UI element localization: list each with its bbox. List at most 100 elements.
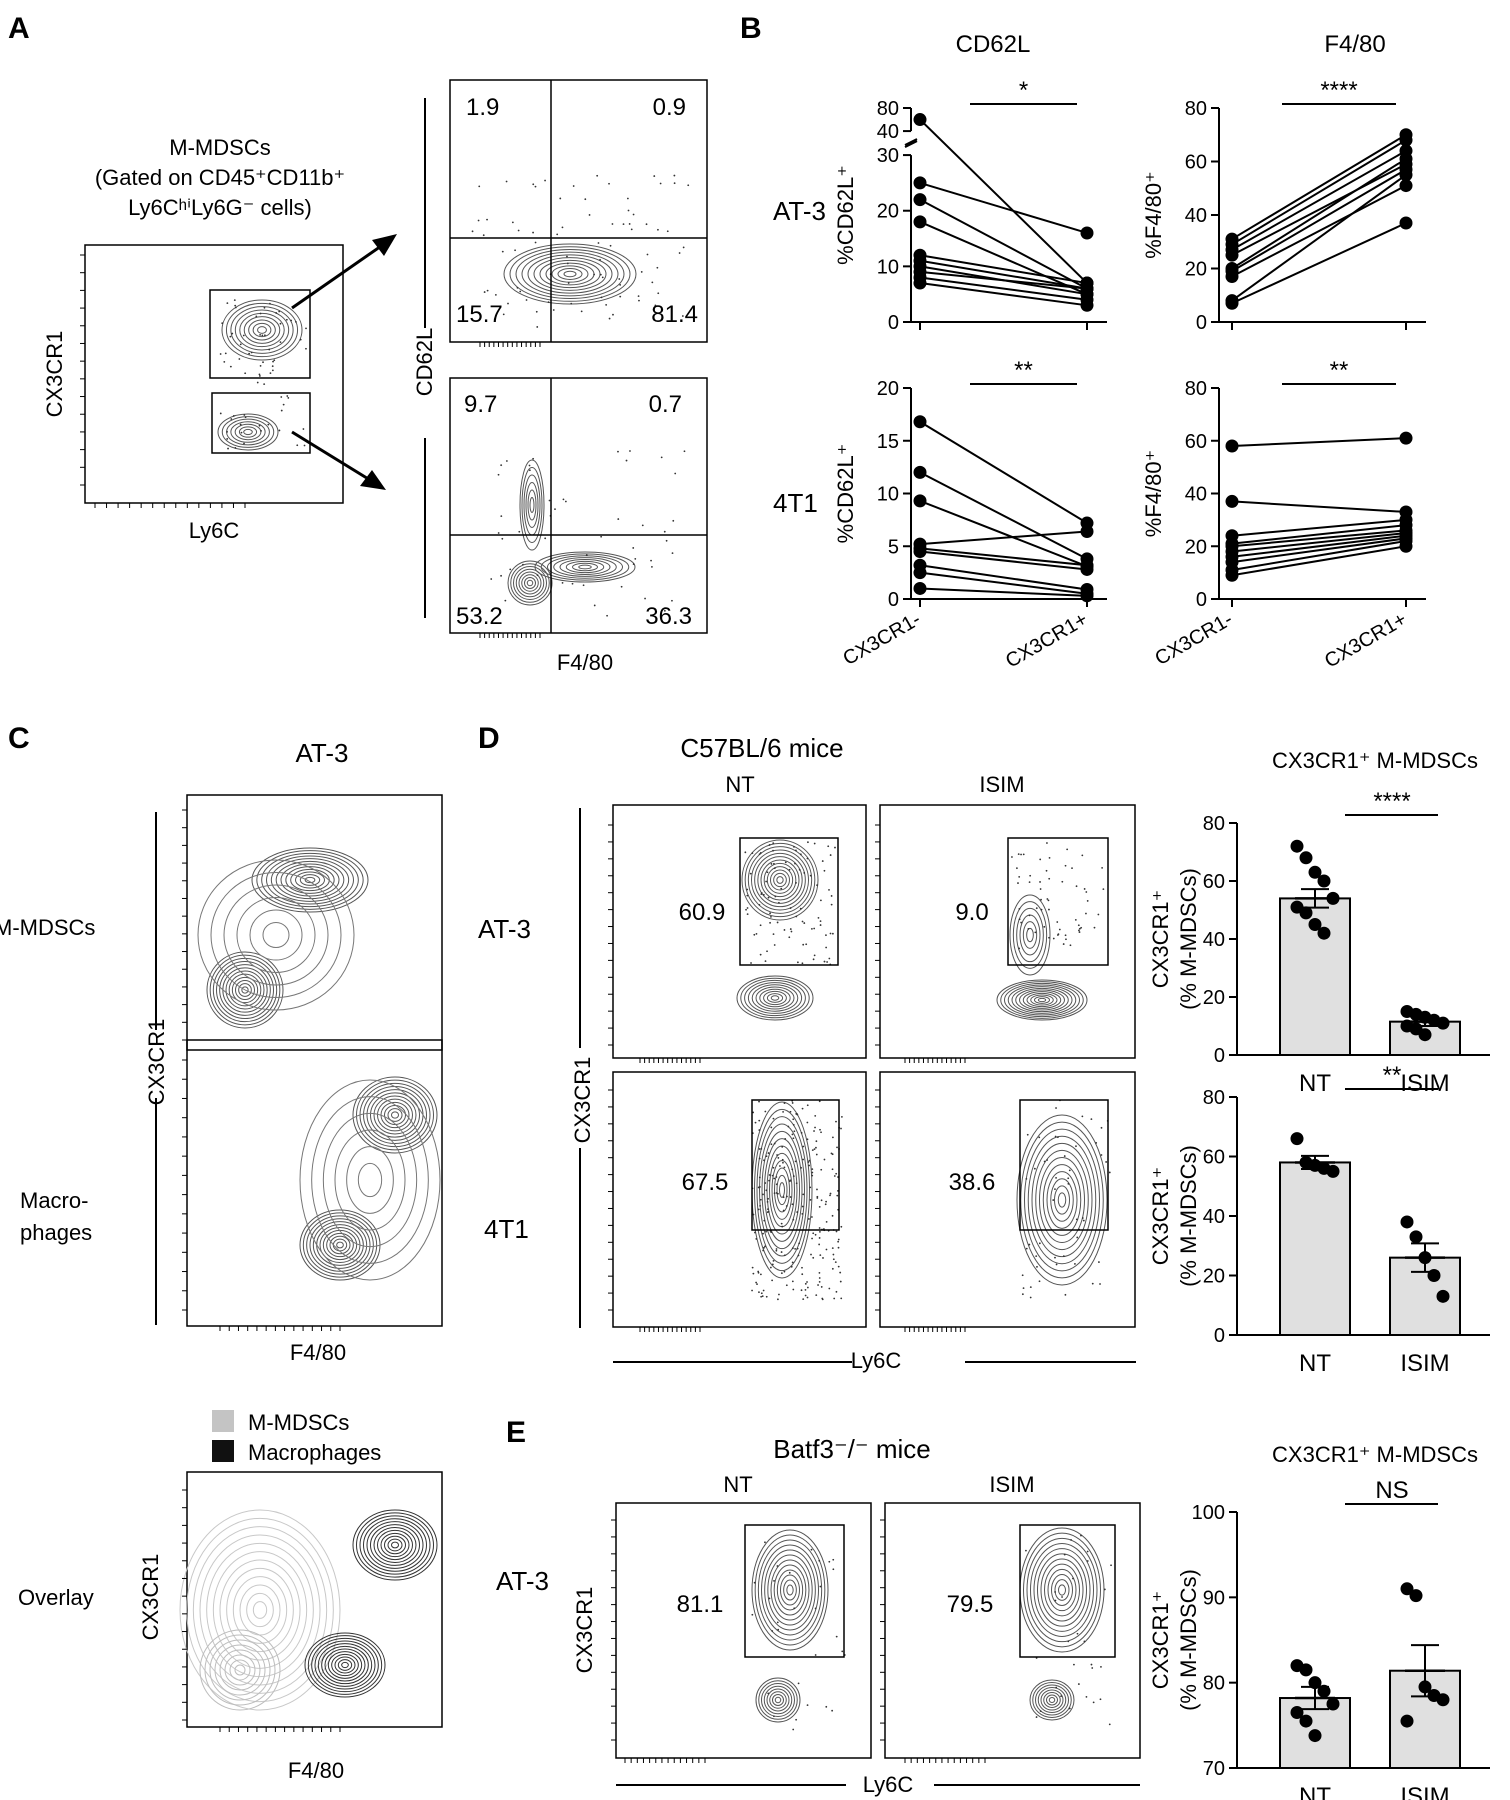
event-dot bbox=[561, 226, 564, 229]
contour-line bbox=[1043, 1692, 1061, 1708]
data-point bbox=[1225, 248, 1239, 262]
event-dot bbox=[271, 365, 274, 368]
event-dot bbox=[819, 1230, 821, 1233]
contour-line bbox=[251, 847, 369, 913]
event-dot bbox=[231, 332, 234, 335]
event-dot bbox=[1075, 1218, 1078, 1221]
c-overlay-ylabel: CX3CR1 bbox=[138, 1554, 163, 1641]
panel-letter-e: E bbox=[506, 1416, 526, 1449]
event-dot bbox=[1093, 926, 1096, 929]
c-overlay-xlabel: F4/80 bbox=[288, 1758, 344, 1783]
event-dot bbox=[815, 1140, 818, 1143]
event-dot bbox=[634, 557, 637, 560]
event-dot bbox=[830, 903, 833, 906]
event-dot bbox=[571, 582, 574, 585]
event-dot bbox=[567, 282, 570, 284]
contour-line bbox=[763, 862, 797, 898]
contour-line bbox=[557, 268, 583, 280]
significance-label: * bbox=[1019, 77, 1028, 104]
event-dot bbox=[556, 233, 559, 236]
event-dot bbox=[804, 1282, 807, 1285]
e-plot-isim-contours bbox=[880, 1519, 1112, 1763]
event-dot bbox=[820, 1168, 823, 1171]
event-dot bbox=[810, 927, 813, 930]
event-dot bbox=[795, 1718, 798, 1721]
data-point bbox=[1308, 1676, 1322, 1690]
event-dot bbox=[781, 1145, 784, 1148]
event-dot bbox=[792, 1137, 795, 1140]
event-dot bbox=[243, 442, 245, 445]
contour-line bbox=[533, 257, 607, 291]
contour-line bbox=[510, 563, 550, 603]
contour-line bbox=[772, 1694, 784, 1706]
event-dot bbox=[229, 365, 232, 368]
data-point bbox=[913, 566, 927, 580]
category-label: CX3CR1- bbox=[839, 608, 924, 670]
contour-line bbox=[329, 1235, 351, 1255]
event-dot bbox=[1021, 1274, 1024, 1277]
event-dot bbox=[762, 1289, 765, 1292]
d-gate-value-4t1-nt: 67.5 bbox=[682, 1169, 729, 1196]
contour-line bbox=[539, 259, 601, 289]
data-point bbox=[1436, 1289, 1450, 1303]
event-dot bbox=[239, 343, 242, 346]
event-dot bbox=[775, 1249, 778, 1252]
event-dot bbox=[832, 1258, 835, 1261]
pair-line bbox=[919, 118, 1088, 284]
contour-line bbox=[1034, 996, 1050, 1004]
contour-line bbox=[311, 1637, 379, 1693]
event-dot bbox=[812, 958, 815, 961]
arrow-lower-head-icon bbox=[360, 470, 386, 490]
source-ylabel: CX3CR1 bbox=[42, 331, 67, 418]
contour-line bbox=[1054, 1579, 1070, 1601]
data-point bbox=[1400, 1215, 1414, 1229]
contour-line bbox=[1047, 1568, 1077, 1612]
event-dot bbox=[1028, 881, 1031, 884]
contour-line bbox=[363, 1518, 427, 1572]
event-dot bbox=[1097, 913, 1100, 916]
event-dot bbox=[617, 450, 619, 453]
contour-line bbox=[755, 986, 795, 1010]
event-dot bbox=[1036, 1265, 1038, 1268]
event-dot bbox=[790, 1265, 793, 1268]
pair-line bbox=[1231, 139, 1407, 246]
d-xlabel: Ly6C bbox=[851, 1348, 902, 1373]
contour-line bbox=[221, 299, 303, 361]
contour-line bbox=[304, 876, 316, 884]
contour-line bbox=[321, 1645, 369, 1685]
pair-line bbox=[1231, 534, 1407, 558]
contour-line bbox=[770, 995, 780, 1001]
event-dot bbox=[1052, 1199, 1055, 1201]
contour-line bbox=[252, 1601, 268, 1619]
y-axis-label: (% M-MDSCs) bbox=[1176, 868, 1201, 1010]
arrow-lower bbox=[291, 430, 371, 482]
data-point bbox=[1418, 1028, 1432, 1042]
event-dot bbox=[789, 907, 792, 909]
contour-line bbox=[773, 1564, 807, 1616]
event-dot bbox=[818, 1281, 821, 1283]
event-dot bbox=[1080, 1534, 1082, 1537]
event-dot bbox=[244, 416, 247, 419]
event-dot bbox=[278, 429, 281, 432]
event-dot bbox=[580, 310, 583, 313]
event-dot bbox=[759, 953, 762, 956]
event-dot bbox=[808, 1218, 810, 1220]
event-dot bbox=[834, 846, 836, 849]
pair-line bbox=[919, 220, 1088, 296]
event-dot bbox=[784, 1137, 787, 1140]
contour-line bbox=[553, 557, 617, 577]
contour-line bbox=[299, 874, 321, 886]
event-dot bbox=[525, 299, 528, 301]
contour-line bbox=[740, 977, 810, 1019]
event-dot bbox=[794, 1247, 797, 1250]
contour-line bbox=[219, 964, 271, 1016]
contour-line bbox=[275, 860, 345, 900]
contour-line bbox=[324, 1648, 366, 1682]
contour-line bbox=[192, 1526, 328, 1694]
event-dot bbox=[302, 428, 305, 430]
contour-line bbox=[377, 1098, 413, 1132]
event-dot bbox=[750, 962, 752, 964]
